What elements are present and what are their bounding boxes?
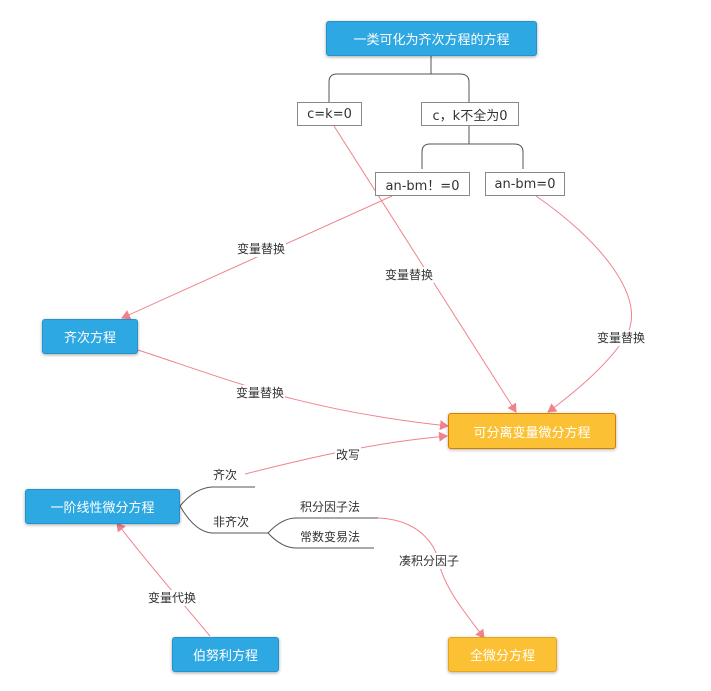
arrow-bernoulli-to-linear bbox=[116, 522, 211, 637]
branch-integrating-factor-method: 积分因子法 bbox=[300, 500, 361, 514]
edge-label-substitution: 变量代换 bbox=[147, 590, 198, 606]
connector-root-bracket bbox=[328, 73, 470, 102]
bernoulli-equation-node[interactable]: 伯努利方程 bbox=[172, 637, 279, 672]
edge-label-integrating-factor: 凑积分因子 bbox=[398, 553, 461, 569]
connector-mid-bracket bbox=[421, 143, 524, 169]
exact-equation-node[interactable]: 全微分方程 bbox=[448, 637, 557, 672]
homogeneous-equation-node[interactable]: 齐次方程 bbox=[42, 319, 138, 354]
edge-label-sub-ck-to-separable: 变量替换 bbox=[384, 267, 435, 283]
arrow-anbm-to-homogeneous bbox=[121, 195, 393, 320]
edge-label-sub-to-homogeneous: 变量替换 bbox=[236, 241, 287, 257]
branch-nonhomogeneous: 非齐次 bbox=[213, 515, 250, 529]
branch-variation-of-constants: 常数变易法 bbox=[300, 530, 361, 544]
arrow-anbm0-to-separable bbox=[535, 195, 632, 413]
case-an-bm-zero[interactable]: an-bm=0 bbox=[485, 172, 565, 196]
case-c-k-zero[interactable]: c=k=0 bbox=[297, 102, 362, 126]
case-an-bm-nonzero[interactable]: an-bm！=0 bbox=[375, 172, 470, 196]
connector-nonhomog-upper bbox=[267, 517, 378, 534]
arrow-integrating-factor bbox=[377, 517, 485, 639]
edge-label-sub-anbm-to-separable: 变量替换 bbox=[596, 330, 647, 346]
first-order-linear-node[interactable]: 一阶线性微分方程 bbox=[25, 489, 180, 524]
edge-label-rewrite: 改写 bbox=[335, 447, 362, 463]
arrow-homogeneous-to-separable bbox=[137, 349, 449, 431]
edge-label-sub-homogeneous-to-separable: 变量替换 bbox=[235, 385, 286, 401]
connector-linear-lower bbox=[179, 505, 268, 534]
root-node[interactable]: 一类可化为齐次方程的方程 bbox=[326, 21, 537, 56]
case-c-k-not-all-zero[interactable]: c，k不全为0 bbox=[421, 102, 519, 126]
connector-linear-upper bbox=[179, 486, 255, 507]
connector-nonhomog-lower bbox=[267, 532, 374, 549]
separable-equation-node[interactable]: 可分离变量微分方程 bbox=[448, 413, 616, 449]
branch-homogeneous: 齐次 bbox=[213, 468, 238, 482]
